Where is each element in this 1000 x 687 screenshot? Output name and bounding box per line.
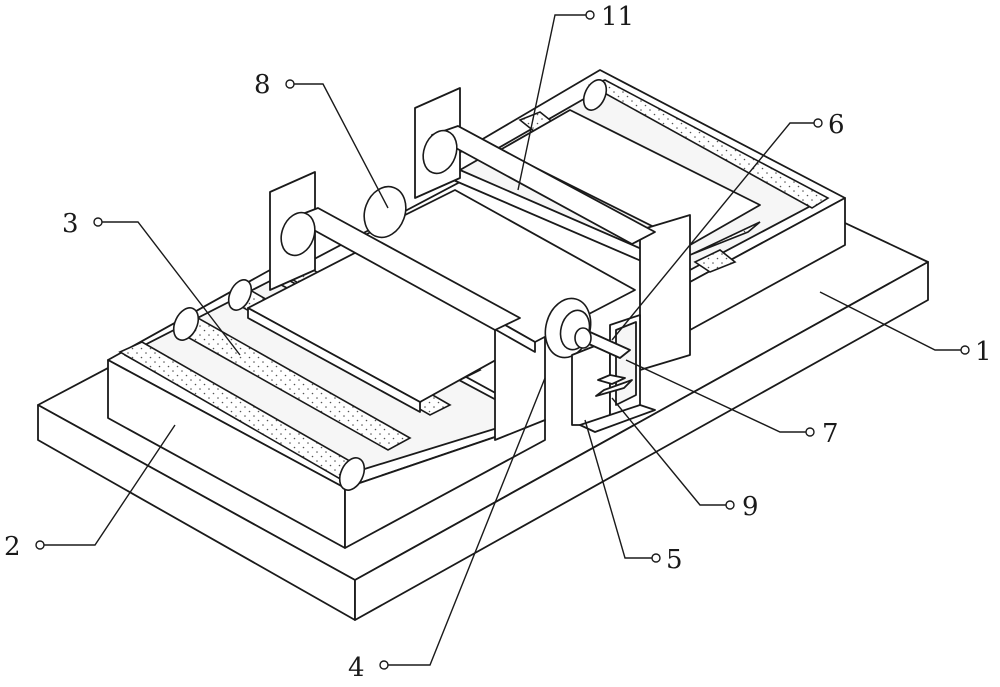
rear-press-roller [422,125,656,245]
callout-labels: 11 8 6 3 1 7 9 2 5 4 [4,2,992,683]
callout-11: 11 [601,2,634,32]
pulley-8 [363,185,407,239]
callout-2: 2 [4,532,21,562]
rear-tray [429,69,846,331]
rear-rollers [518,79,830,273]
callout-4: 4 [348,653,365,683]
front-press-roller [280,207,521,331]
callout-5: 5 [666,545,683,575]
callout-8: 8 [254,70,271,100]
leader-lines [35,10,970,670]
callout-3: 3 [62,209,79,239]
callout-7: 7 [822,419,839,449]
callout-1: 1 [975,337,992,367]
callout-9: 9 [742,492,759,522]
motor-bracket [571,314,656,433]
callout-6: 6 [828,110,845,140]
